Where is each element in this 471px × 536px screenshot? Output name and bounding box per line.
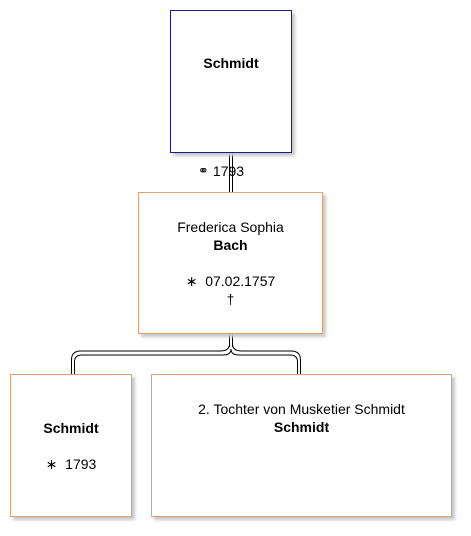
child-2-surname: Schmidt [273,419,330,435]
father-surname: Schmidt [203,55,259,71]
person-box-father[interactable]: Schmidt [170,10,292,153]
marriage-connector [229,153,233,192]
child-2-given-names: 2. Tochter von Musketier Schmidt [198,401,405,417]
mother-birth: ∗ 07.02.1757 [139,272,322,290]
child-1-surname: Schmidt [43,420,99,436]
mother-death: † [139,290,322,308]
person-box-child-1[interactable]: Schmidt ∗ 1793 [10,374,132,517]
marriage-rings-icon: ⚭ [198,163,209,178]
marriage-label: ⚭ 1793 [198,162,244,180]
mother-spacer [139,254,322,272]
child-1-spacer [11,437,131,455]
death-cross-icon: † [226,291,235,307]
child-1-birth-year: 1793 [65,456,97,472]
marriage-year: 1793 [212,163,245,179]
person-box-child-2[interactable]: 2. Tochter von Musketier Schmidt Schmidt [151,374,452,517]
child-1-birth: ∗ 1793 [11,455,131,473]
person-box-mother[interactable]: Frederica Sophia Bach ∗ 07.02.1757 † [138,192,323,334]
mother-birth-date: 07.02.1757 [205,273,276,289]
birth-star-icon: ∗ [45,456,58,472]
mother-given-names: Frederica Sophia [177,219,284,235]
children-connector [71,334,301,374]
mother-surname: Bach [213,237,248,253]
birth-star-icon: ∗ [185,273,198,289]
